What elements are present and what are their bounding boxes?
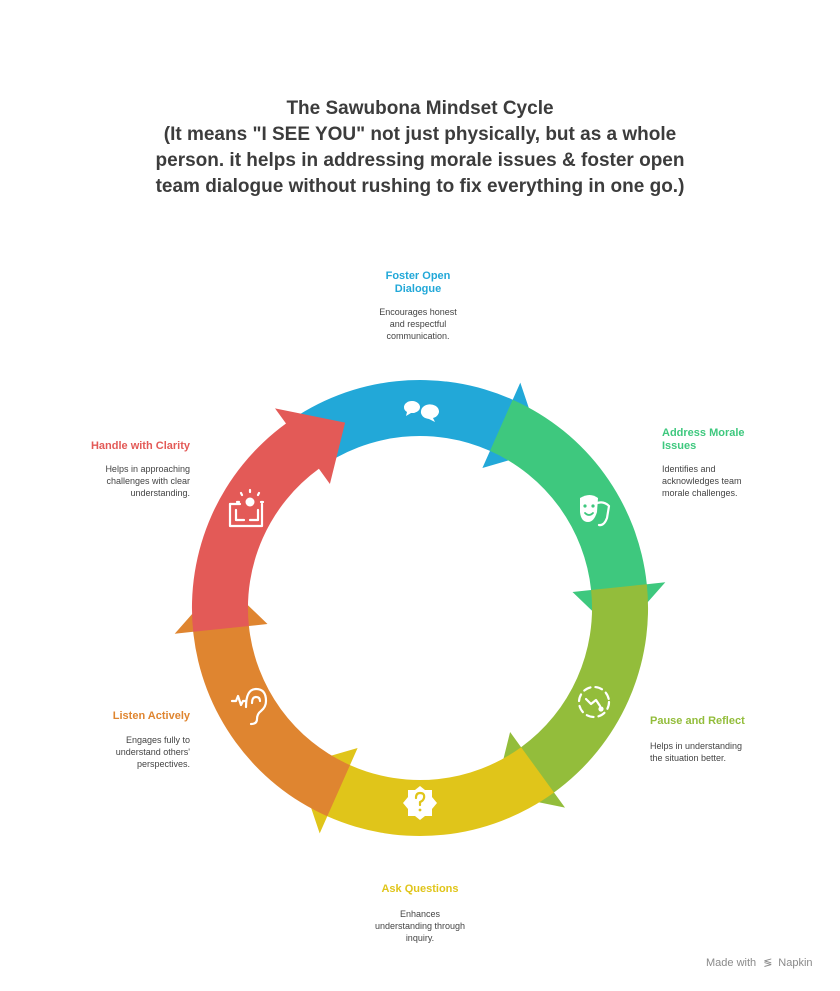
step-desc-line: inquiry. [405,933,435,943]
made-with-napkin-credit: Made with ≶ Napkin [706,956,813,969]
step-desc-line: perspectives. [136,759,190,769]
step-desc-pause-and-reflect: Helps in understanding the situation bet… [650,740,780,764]
made-with-text: Made with [706,957,757,969]
step-desc-line: morale challenges. [662,488,738,498]
step-label-line: Issues [662,440,697,452]
step-label-line: Handle with Clarity [90,440,190,452]
cycle-segments [174,379,666,837]
title-line-4: team dialogue without rushing to fix eve… [155,176,685,197]
step-desc-line: Enhances [399,909,441,919]
step-desc-line: Engages fully to [125,735,190,745]
comedy-tragedy-masks-icon [580,495,611,527]
step-desc-line: Helps in understanding [650,741,743,751]
step-desc-line: and respectful [389,319,447,329]
napkin-brand-text: Napkin [778,957,813,969]
step-desc-line: communication. [386,331,450,341]
title-line-2: (It means "I SEE YOU" not just physicall… [163,124,677,145]
step-desc-line: the situation better. [650,753,727,763]
step-label-line: Address Morale [662,427,745,439]
step-label-line: Foster Open [385,270,451,282]
step-label-pause-and-reflect: Pause and Reflect [650,715,780,728]
step-desc-line: challenges with clear [106,476,190,486]
step-label-ask-questions: Ask Questions [358,883,482,896]
step-desc-line: Encourages honest [379,307,457,317]
step-desc-line: understand others' [115,747,190,757]
maze-lightbulb-icon [228,488,265,528]
step-label-listen-actively: Listen Actively [60,710,190,723]
step-desc-listen-actively: Engages fully to understand others' pers… [60,734,190,770]
step-label-line: Pause and Reflect [650,715,745,727]
cycle-icons [228,401,611,820]
cycle-arrow-address-morale-issues [490,399,666,636]
step-desc-line: Helps in approaching [105,464,190,474]
step-desc-foster-open-dialogue: Encourages honest and respectful communi… [358,306,478,342]
title-line-3: person. it helps in addressing morale is… [155,150,685,171]
cycle-arrow-foster-open-dialogue [286,379,544,469]
ear-icon [230,687,268,726]
step-desc-line: Identifies and [662,464,716,474]
step-desc-line: understanding through [374,921,466,931]
cycle-arrow-handle-with-clarity [191,408,346,632]
step-desc-line: understanding. [130,488,190,498]
step-desc-ask-questions: Enhances understanding through inquiry. [358,908,482,944]
step-label-foster-open-dialogue: Foster Open Dialogue [358,270,478,296]
step-label-address-morale-issues: Address Morale Issues [662,427,782,453]
speech-bubbles-icon [403,401,439,422]
step-desc-line: acknowledges team [662,476,742,486]
cycle-arrow-listen-actively [174,580,350,817]
diagram-title: The Sawubona Mindset Cycle (It means "I … [120,96,720,200]
step-label-line: Listen Actively [112,710,190,722]
step-desc-handle-with-clarity: Helps in approaching challenges with cle… [50,463,190,499]
step-label-line: Dialogue [394,283,442,295]
title-line-1: The Sawubona Mindset Cycle [286,98,554,119]
question-badge-icon [403,786,437,820]
napkin-logo-icon: ≶ [763,957,773,969]
cycle-arrow-pause-and-reflect [494,584,649,808]
dashed-circle-reflect-icon [577,685,611,719]
step-label-handle-with-clarity: Handle with Clarity [50,440,190,453]
step-label-line: Ask Questions [381,883,459,895]
step-desc-address-morale-issues: Identifies and acknowledges team morale … [662,463,782,499]
